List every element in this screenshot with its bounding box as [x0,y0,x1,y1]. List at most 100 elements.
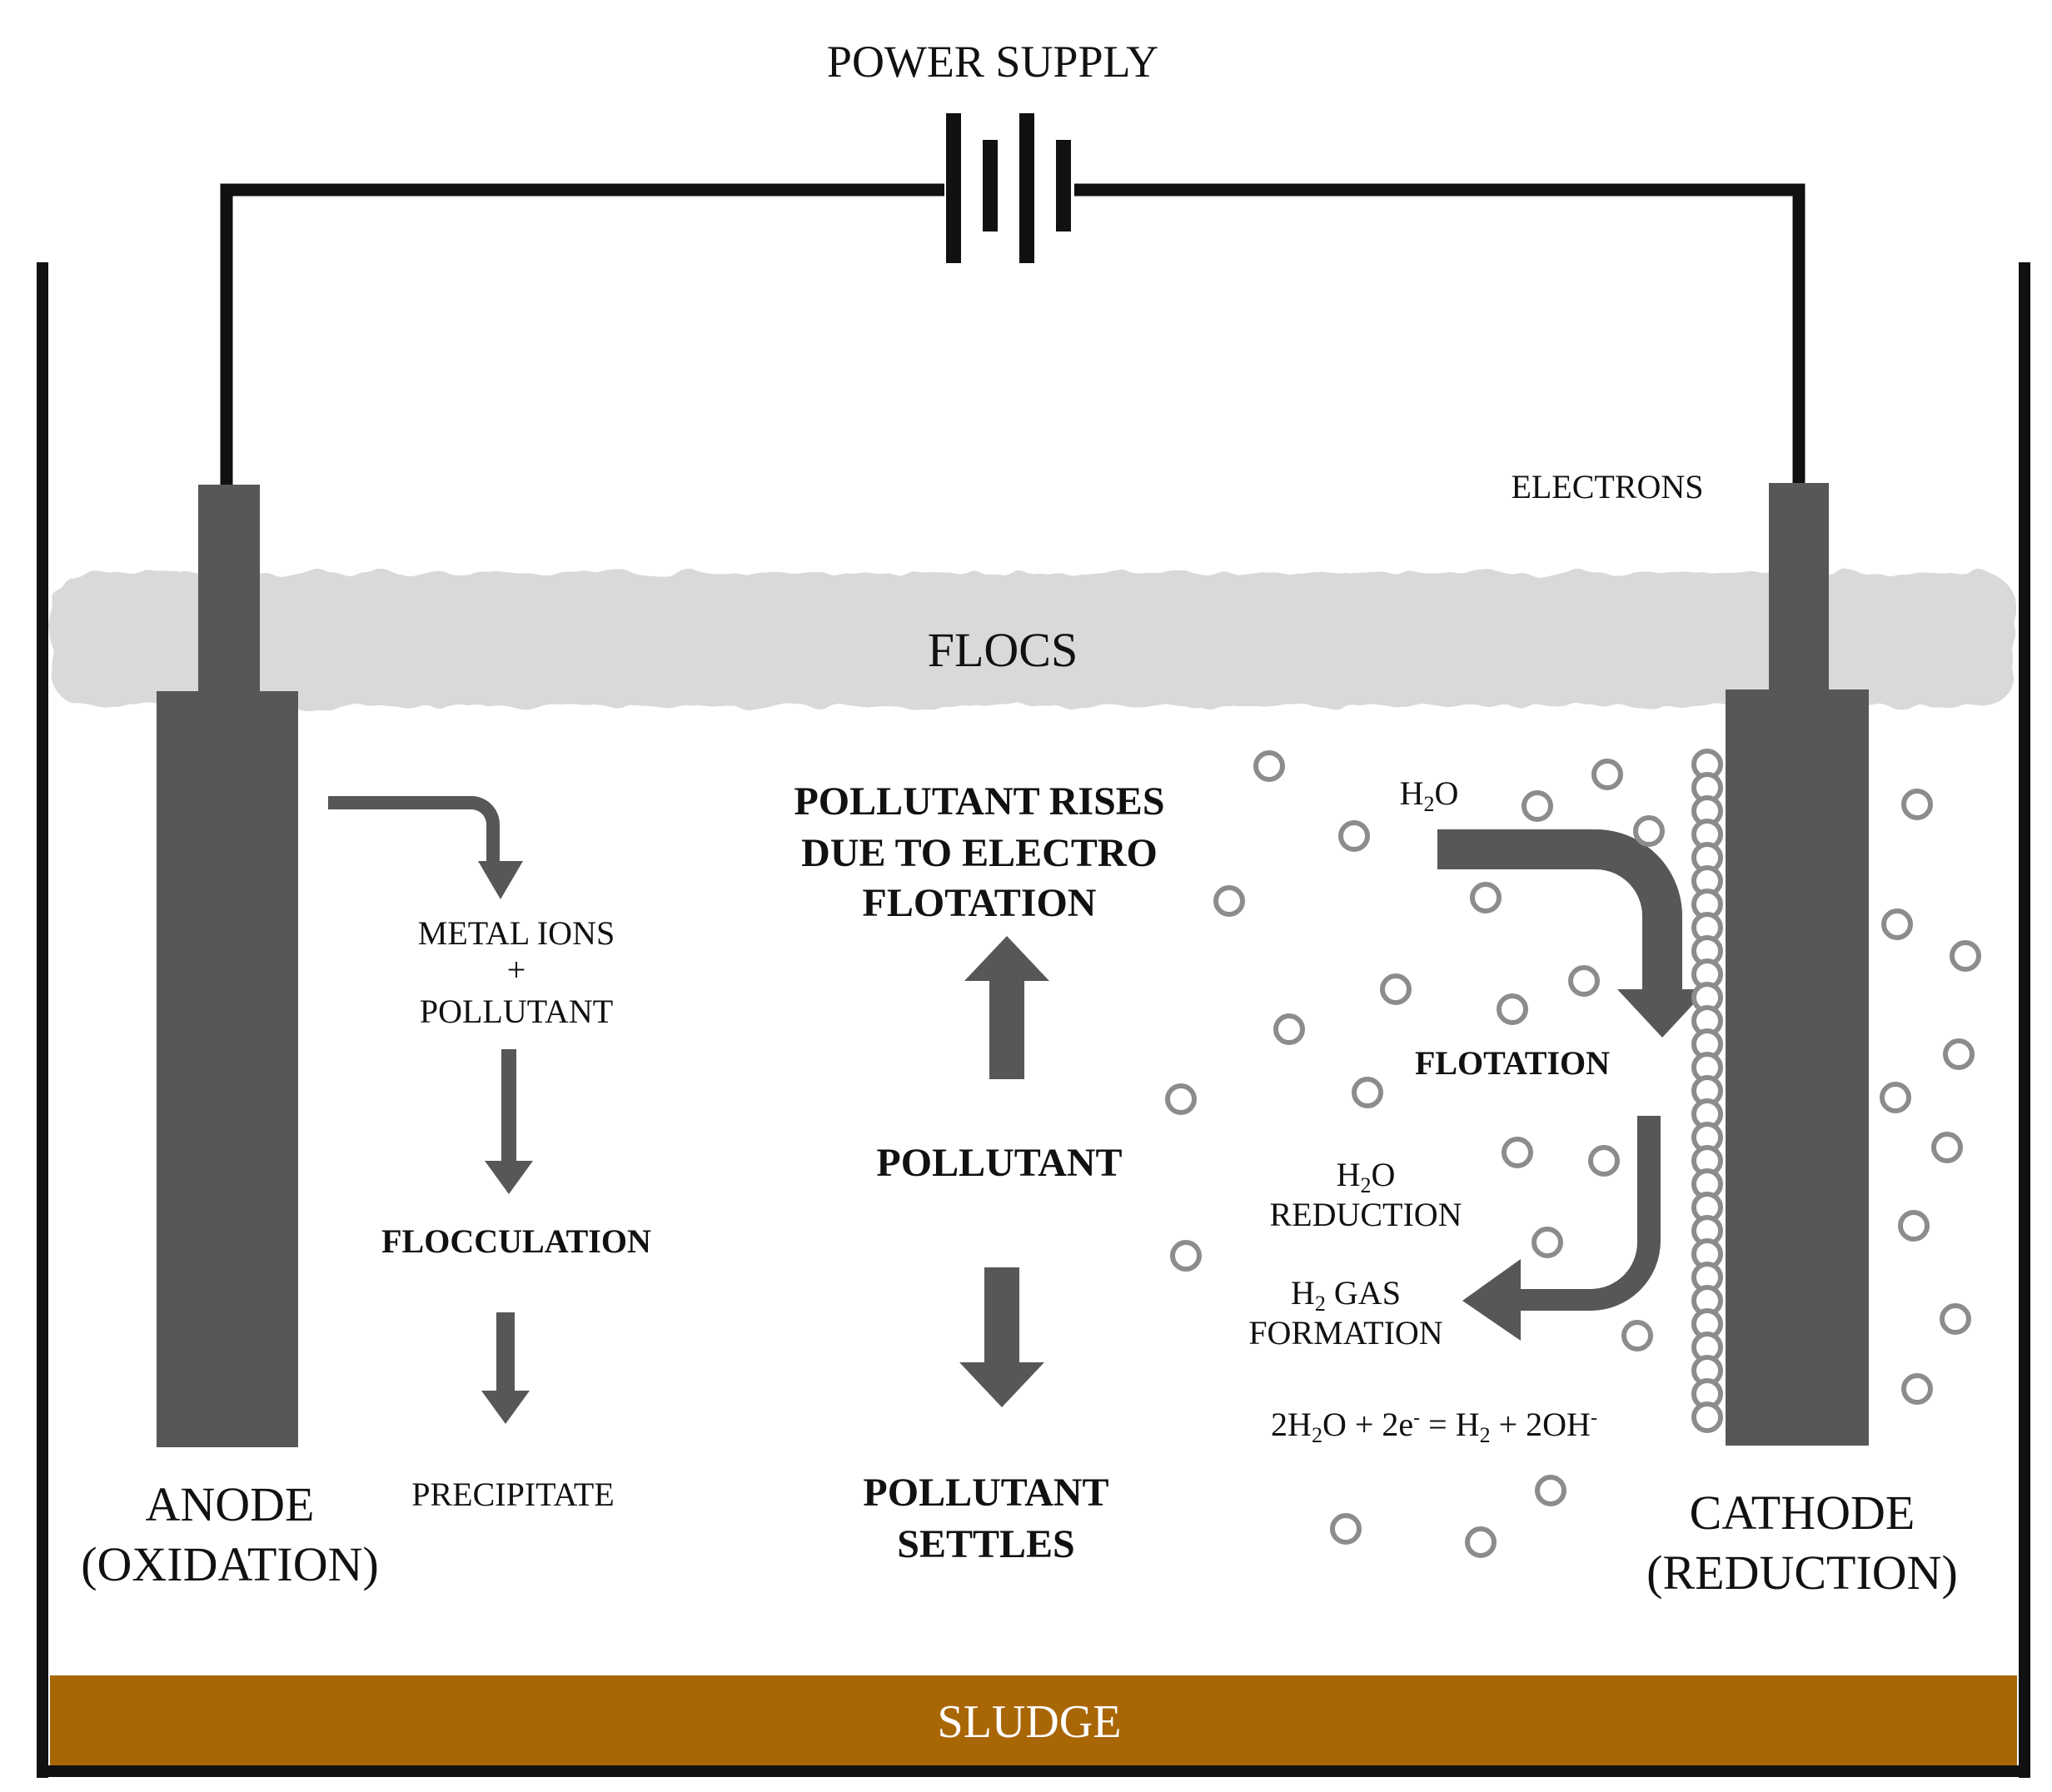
bubble [1621,1320,1653,1351]
eq-p1: 2H [1271,1406,1312,1443]
bubble [1465,1526,1497,1558]
bubble [1522,790,1553,822]
bubble [1898,1210,1930,1242]
battery-plate-short-2 [1056,140,1071,231]
h2o-top-sub: 2 [1424,792,1435,816]
cathode: CATHODE (REDUCTION) [1646,483,1958,1600]
bubble [1170,1240,1202,1272]
h2o-reduction-h: H [1337,1156,1361,1193]
arrow-down-to-precipitate [481,1312,530,1424]
bubble [1880,1082,1911,1113]
bubble [1591,759,1623,790]
bubble [1881,908,1913,940]
center-process: POLLUTANT RISES DUE TO ELECTRO FLOTATION… [794,779,1164,1566]
eq-p2: O + 2e [1322,1406,1413,1443]
bubble [1901,789,1933,820]
wire-left [220,183,944,485]
anode: ANODE (OXIDATION) [81,485,379,1591]
bubble [1380,973,1412,1005]
flocs-band [52,573,2015,706]
cathode-label-line1: CATHODE [1690,1486,1915,1540]
sludge-layer: SLUDGE [50,1675,2017,1765]
h2o-reduction-o: O [1372,1156,1396,1193]
cathode-process: H2O FLOTATION H2O REDUCTION H2 GAS FORMA… [1248,774,1707,1447]
tank-right-wall [2019,262,2030,1778]
bubble [1931,1132,1963,1163]
pollutant-settles-line2: SETTLES [897,1522,1074,1566]
pollutant-center-label: POLLUTANT [876,1141,1122,1185]
bubble [1330,1513,1362,1545]
h2o-reduction-line2: REDUCTION [1269,1196,1462,1233]
h2-gas-rest: GAS [1326,1274,1401,1312]
tank-left-wall [37,262,48,1778]
flocs-layer: FLOCS [52,573,2015,706]
pollutant-label-anode: POLLUTANT [420,993,613,1030]
bubble [1165,1083,1197,1115]
arrow-up-flotation [964,936,1049,1079]
arrow-down-settle [959,1267,1044,1407]
anode-label-line1: ANODE [146,1477,315,1531]
h2-gas-h: H [1291,1274,1315,1312]
anode-label-line2: (OXIDATION) [81,1537,379,1591]
precipitate-label: PRECIPITATE [411,1476,614,1513]
bubble [1943,1038,1975,1070]
cathode-label-line2: (REDUCTION) [1646,1546,1958,1600]
h2-gas-line2: FORMATION [1248,1314,1442,1351]
bubble [1470,882,1502,913]
anode-process: METAL IONS + POLLUTANT FLOCCULATION PREC… [328,796,651,1513]
eq-s1: 2 [1312,1423,1322,1447]
bubble [1568,965,1600,997]
pollutant-rises-line1: POLLUTANT RISES [794,779,1164,824]
h2o-top-o: O [1435,774,1459,812]
bubble [1338,820,1370,852]
h2o-top-h: H [1400,774,1424,812]
bubble [1535,1475,1566,1506]
flocs-label: FLOCS [928,623,1078,677]
bubble [1588,1145,1620,1177]
pollutant-rises-line3: FLOTATION [863,881,1097,925]
tank-bottom-wall [37,1765,2030,1777]
flotation-label: FLOTATION [1415,1044,1610,1082]
tank [37,262,2030,1778]
sludge-label: SLUDGE [938,1696,1122,1748]
cathode-stem [1769,483,1829,691]
arrow-down-to-flocculation [485,1049,533,1194]
battery-plate-long-2 [1019,113,1034,263]
battery-plate-short-1 [983,140,998,231]
eq-p3: = H [1420,1406,1479,1443]
curved-arrow-flotation [1437,829,1707,1038]
plus-label: + [507,951,526,988]
curved-arrow-anode [328,796,523,899]
sludge-band [50,1675,2017,1765]
bubble [1950,940,1981,972]
eq-s2: 2 [1480,1423,1491,1447]
battery-symbol [946,113,1071,263]
bubble [1273,1013,1305,1045]
bubble [1633,815,1665,847]
anode-plate [157,691,298,1447]
flocculation-label: FLOCCULATION [381,1222,651,1260]
pollutant-rises-line2: DUE TO ELECTRO [801,831,1158,875]
h2-gas-line1: H2 GAS [1291,1274,1401,1316]
bubble [1497,993,1528,1025]
pollutant-settles-line1: POLLUTANT [863,1471,1108,1515]
bubble [1901,1373,1933,1405]
battery-plate-long-1 [946,113,961,263]
hydrogen-bubbles [1165,749,1981,1558]
power-supply-label: POWER SUPPLY [827,37,1158,87]
curved-arrow-h2-gas [1462,1116,1661,1341]
bubble [1352,1077,1383,1108]
eq-sup1: - [1413,1407,1420,1429]
bubble [1213,885,1245,917]
bubble [1532,1227,1563,1258]
bubble [1502,1137,1533,1168]
metal-ions-label: METAL IONS [418,914,615,952]
wire-right [1074,183,1805,483]
bubble [1940,1303,1971,1335]
eq-p4: + 2OH [1491,1406,1591,1443]
bubble [1691,1401,1723,1433]
bubble [1253,750,1285,782]
cathode-plate [1726,689,1869,1446]
h2o-reduction-sub: 2 [1361,1173,1372,1197]
anode-stem [198,485,260,693]
